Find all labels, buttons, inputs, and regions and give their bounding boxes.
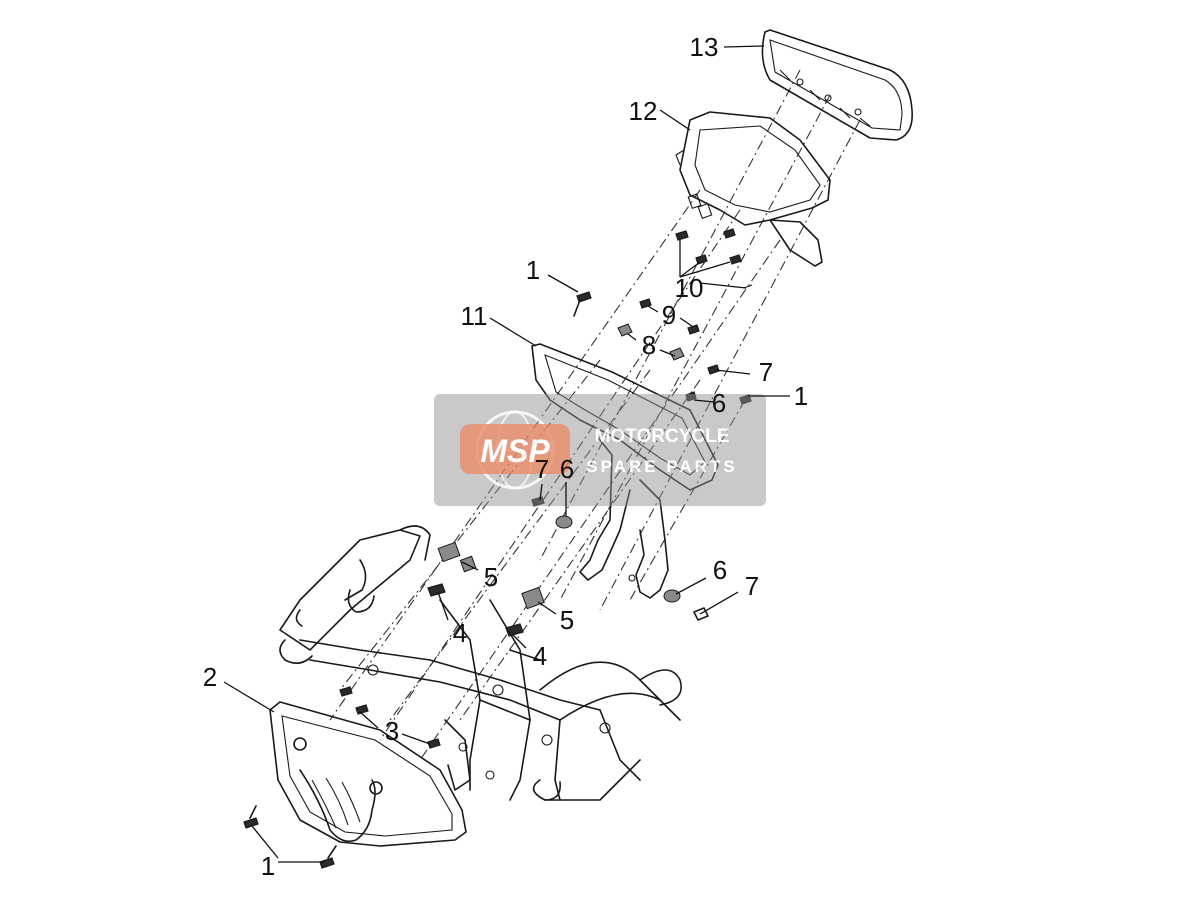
callout-6-upper: 6 bbox=[712, 388, 726, 418]
instrument-cover-part bbox=[675, 111, 831, 267]
screw-1-top bbox=[573, 291, 592, 317]
callout-2: 2 bbox=[203, 662, 217, 692]
callout-6-mid: 6 bbox=[560, 454, 574, 484]
callout-7-upper: 7 bbox=[759, 357, 773, 387]
callout-1-top: 1 bbox=[526, 255, 540, 285]
watermark: MSP MOTORCYCLE SPARE PARTS bbox=[434, 394, 766, 506]
watermark-line1: MOTORCYCLE bbox=[595, 426, 730, 447]
callout-11: 11 bbox=[461, 301, 488, 331]
callout-7-mid: 7 bbox=[535, 454, 549, 484]
screws-part-1-bottom bbox=[243, 805, 337, 869]
callout-12: 12 bbox=[629, 96, 658, 126]
screws-part-3 bbox=[339, 686, 441, 749]
callout-9: 9 bbox=[662, 300, 676, 330]
screw-group-10 bbox=[675, 228, 753, 289]
callout-1-right: 1 bbox=[794, 381, 808, 411]
watermark-background bbox=[434, 394, 766, 506]
callout-4-upper: 4 bbox=[453, 618, 467, 648]
dampers-5-4 bbox=[427, 541, 545, 637]
fasteners-6-7 bbox=[531, 364, 752, 621]
callout-4-lower: 4 bbox=[533, 641, 547, 671]
callout-labels: 13 12 1 10 11 9 8 7 1 6 7 6 5 6 7 4 5 4 … bbox=[203, 32, 808, 881]
leader-lines bbox=[223, 45, 790, 863]
callout-10: 10 bbox=[675, 273, 704, 303]
frame-structure bbox=[279, 525, 682, 801]
watermark-line2: SPARE PARTS bbox=[586, 457, 737, 476]
callout-6-lower: 6 bbox=[713, 555, 727, 585]
lower-cover-part-2 bbox=[269, 701, 467, 847]
instrument-panel-part bbox=[761, 29, 913, 141]
callout-8: 8 bbox=[642, 330, 656, 360]
callout-5-lower: 5 bbox=[560, 605, 574, 635]
watermark-logo: MSP bbox=[480, 433, 550, 469]
callout-5-upper: 5 bbox=[484, 562, 498, 592]
callout-13: 13 bbox=[690, 32, 719, 62]
watermark-logo-box bbox=[460, 424, 570, 474]
fasteners-9-8 bbox=[617, 298, 700, 361]
bracket-part-11 bbox=[531, 343, 719, 599]
callout-7-lower: 7 bbox=[745, 571, 759, 601]
callout-3: 3 bbox=[385, 716, 399, 746]
callout-1-bottom: 1 bbox=[261, 851, 275, 881]
